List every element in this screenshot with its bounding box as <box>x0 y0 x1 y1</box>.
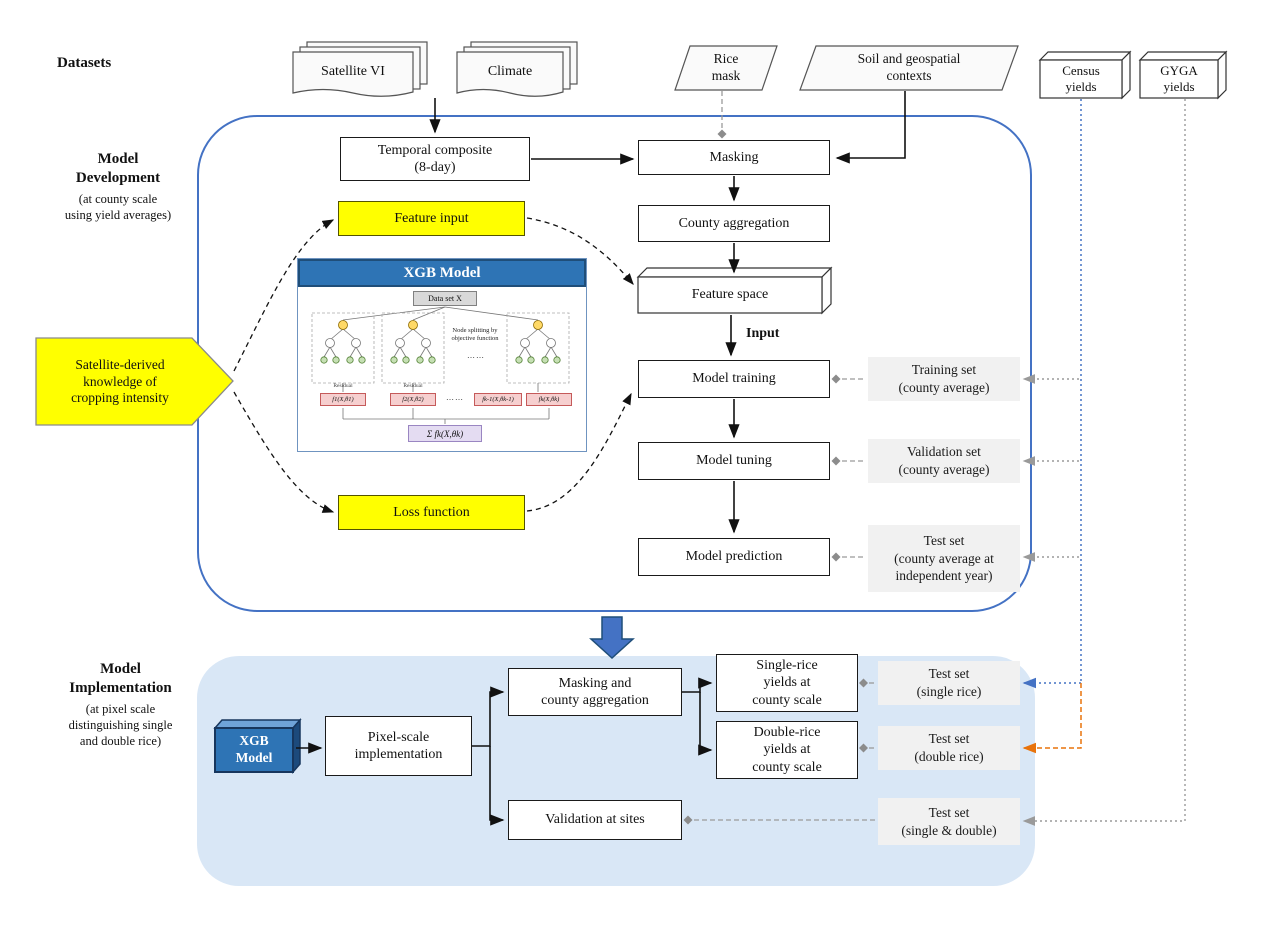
dataset-climate: Climate <box>487 64 533 80</box>
xgb-tree2-fn: f2(X,θ2) <box>390 393 436 406</box>
dataset-box-test-single: Test set (single rice) <box>878 661 1020 705</box>
xgb-panel-header: XGB Model <box>298 259 586 287</box>
xgb-tree-1 <box>311 312 375 392</box>
dataset-box-test-set: Test set (county average at independent … <box>868 525 1020 592</box>
node-masking-aggregation: Masking and county aggregation <box>508 668 682 716</box>
xgb-treek-fn: fk(X,θk) <box>526 393 572 406</box>
dataset-census-yields: Census yields <box>1062 62 1100 94</box>
node-model-prediction: Model prediction <box>638 538 830 576</box>
satellite-knowledge-label: Satellite-derived knowledge of cropping … <box>71 356 169 406</box>
xgb-model-panel: XGB Model <box>297 258 587 452</box>
xgb-tree-2 <box>381 312 445 392</box>
dataset-soil-contexts: Soil and geospatial contexts <box>857 51 961 83</box>
rice-mask-parallelogram <box>674 45 778 91</box>
xgb-dots-upper: …… <box>467 351 485 360</box>
gyga-yields-cuboid <box>1138 50 1228 100</box>
node-feature-input: Feature input <box>338 201 525 236</box>
soil-contexts-parallelogram <box>799 45 1019 91</box>
xgb-dots-lower: …… <box>446 393 464 402</box>
census-yields-cuboid <box>1038 50 1132 100</box>
node-validation-sites: Validation at sites <box>508 800 682 840</box>
node-model-tuning: Model tuning <box>638 442 830 480</box>
dataset-satellite-vi: Satellite VI <box>321 64 385 80</box>
xgb-tree-art <box>311 306 570 424</box>
implementation-section-label: Model Implementation (at pixel scale dis… <box>28 660 213 749</box>
development-title: Model Development <box>75 151 161 186</box>
implementation-subtitle: (at pixel scale distinguishing single an… <box>68 701 173 749</box>
dataset-box-test-single-double: Test set (single & double) <box>878 798 1020 845</box>
xgb-dataset-box: Data set X <box>413 291 477 306</box>
node-temporal-composite: Temporal composite (8-day) <box>340 137 530 181</box>
datasets-label: Datasets <box>57 55 112 71</box>
xgb-panel-body: Data set X Node splitting by objective f… <box>298 287 586 451</box>
node-masking: Masking <box>638 140 830 175</box>
dataset-rice-mask: Rice mask <box>711 51 741 83</box>
dataset-box-training-set: Training set (county average) <box>868 357 1020 401</box>
node-model-training: Model training <box>638 360 830 398</box>
node-pixel-scale: Pixel-scale implementation <box>325 716 472 776</box>
input-label: Input <box>746 326 780 341</box>
node-single-rice: Single-rice yields at county scale <box>716 654 858 712</box>
development-subtitle: (at county scale using yield averages) <box>64 191 172 222</box>
xgb-tree1-fn: f1(X,θ1) <box>320 393 366 406</box>
climate-documents-icon <box>456 41 578 97</box>
node-loss-function: Loss function <box>338 495 525 530</box>
xgb-tree-k <box>506 312 570 392</box>
xgb-residual-label-1: Residual <box>333 383 353 389</box>
xgb-residual-label-2: Residual <box>403 383 423 389</box>
xgb-sum-formula: Σ fk(X,θk) <box>408 425 482 442</box>
implementation-title: Model Implementation <box>69 661 172 696</box>
satellite-vi-documents-icon <box>292 41 428 97</box>
gyga-yields-line <box>1022 99 1186 826</box>
development-section-label: Model Development (at county scale using… <box>28 150 208 223</box>
dataset-gyga-yields: GYGA yields <box>1160 62 1198 94</box>
dataset-box-test-double: Test set (double rice) <box>878 726 1020 770</box>
xgb-treek1-fn: fk-1(X,θk-1) <box>474 393 522 406</box>
xgb-node-splitting-note: Node splitting by objective function <box>451 327 499 343</box>
node-county-aggregation: County aggregation <box>638 205 830 242</box>
section-transition-arrow <box>589 616 635 660</box>
node-double-rice: Double-rice yields at county scale <box>716 721 858 779</box>
dataset-box-validation-set: Validation set (county average) <box>868 439 1020 483</box>
